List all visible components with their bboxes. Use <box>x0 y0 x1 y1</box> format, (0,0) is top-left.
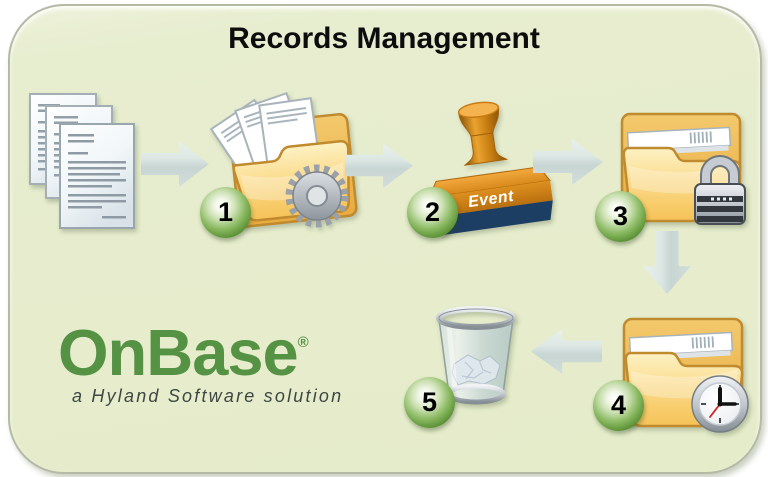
logo-tagline: a Hyland Software solution <box>72 386 344 406</box>
stamp-label: Event <box>467 188 515 211</box>
step-number: 4 <box>610 390 627 420</box>
onbase-logo: OnBase® a Hyland Software solution <box>58 320 358 407</box>
step-number: 1 <box>217 197 234 227</box>
step-number: 5 <box>421 387 438 417</box>
step-number: 2 <box>424 197 441 227</box>
step-number: 3 <box>612 201 629 231</box>
logo-wordmark: OnBase <box>58 316 299 389</box>
trash-bin-icon <box>436 306 516 405</box>
folder-gear-icon <box>209 91 358 228</box>
crumpled-paper-glyph <box>451 354 501 386</box>
folder-clock-icon <box>622 317 749 433</box>
page-title: Records Management <box>228 22 540 55</box>
clock-glyph <box>691 375 749 433</box>
folder-lock-icon <box>620 112 746 225</box>
gear-glyph <box>285 164 349 228</box>
step-badge-5: 5 <box>404 377 455 428</box>
step-badge-1: 1 <box>200 187 251 238</box>
step-badge-4: 4 <box>593 380 644 431</box>
document-stack-icon <box>29 93 135 229</box>
logo-registered-mark: ® <box>297 334 309 351</box>
padlock-glyph <box>694 155 746 225</box>
step-badge-3: 3 <box>595 191 646 242</box>
event-stamp-icon: Event <box>425 101 553 236</box>
step-badge-2: 2 <box>407 187 458 238</box>
